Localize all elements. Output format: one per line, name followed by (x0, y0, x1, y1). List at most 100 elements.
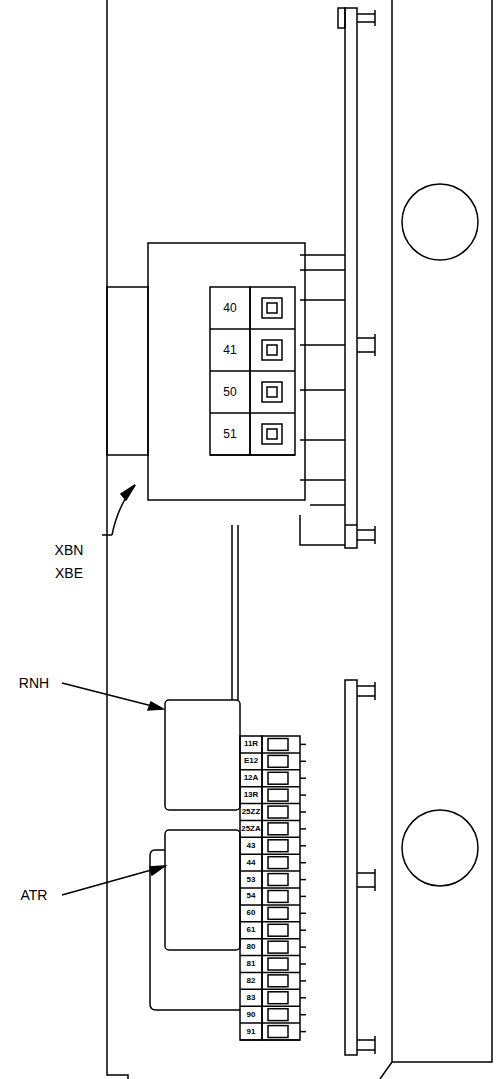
terminal-square (240, 837, 300, 839)
terminal-square (240, 904, 300, 906)
terminal-square (300, 1014, 306, 1016)
atr-housing (150, 850, 240, 1010)
terminal-square (268, 958, 288, 970)
terminal-square (268, 772, 288, 784)
part-name: ATR (8, 886, 60, 904)
terminal-square (268, 755, 288, 767)
terminal-square (268, 874, 288, 886)
standoff (357, 869, 375, 891)
terminal-label: 12A (241, 770, 262, 787)
pcb-board (345, 8, 357, 548)
terminal-label: 54 (241, 888, 262, 905)
terminal-square (240, 972, 300, 974)
terminal-square (268, 857, 288, 869)
terminal-square (267, 429, 277, 439)
terminal-square (268, 823, 288, 835)
terminal-square (240, 769, 300, 771)
terminal-square (300, 862, 306, 864)
terminal-square (268, 840, 288, 852)
terminal-square (240, 820, 300, 822)
terminal-square (300, 879, 306, 881)
terminal-square (210, 328, 295, 330)
terminal-label: 82 (241, 972, 262, 989)
terminal-square (240, 989, 300, 991)
standoff (357, 682, 375, 700)
part-name: RNH (8, 674, 60, 692)
part-name: XBN (44, 541, 94, 559)
terminal-label: 25ZA (241, 820, 262, 837)
mounting-hole (402, 810, 478, 886)
leader-line (102, 534, 112, 536)
terminal-label: 53 (241, 871, 262, 888)
terminal-square (268, 739, 288, 751)
terminal-square (268, 941, 288, 953)
terminal-square (300, 896, 306, 898)
terminal-square (300, 761, 306, 763)
terminal-label: 83 (241, 989, 262, 1006)
terminal-square (300, 1031, 306, 1033)
terminal-square (240, 938, 300, 940)
terminal-square (262, 340, 282, 360)
terminal-square (267, 387, 277, 397)
terminal-square (210, 454, 295, 456)
cover-outline (392, 0, 492, 1062)
connector-body (148, 243, 305, 500)
terminal-square (262, 382, 282, 402)
terminal-square (300, 828, 306, 830)
terminal-square (300, 777, 306, 779)
terminal-square (262, 424, 282, 444)
terminal-square (240, 955, 300, 957)
terminal-square (240, 1005, 300, 1007)
terminal-square (268, 1026, 288, 1038)
terminal-square (300, 980, 306, 982)
terminal-square (300, 913, 306, 915)
part-name: XBE (44, 564, 94, 582)
terminal-label: 50 (210, 371, 250, 413)
terminal-square (240, 887, 300, 889)
terminal-square (268, 1009, 288, 1021)
terminal-squares (210, 298, 295, 455)
connector-latch (300, 505, 375, 545)
terminal-label: 13R (241, 787, 262, 804)
pcb-board (345, 680, 357, 1055)
terminal-label: 41 (210, 329, 250, 371)
terminal-square (240, 921, 300, 923)
terminal-square (267, 303, 277, 313)
terminal-square (267, 345, 277, 355)
leader-line (62, 867, 162, 895)
terminal-label: 25ZZ (241, 804, 262, 821)
terminal-square (268, 891, 288, 903)
terminal-square (300, 845, 306, 847)
terminal-square (240, 870, 300, 872)
connector-plug (107, 287, 148, 455)
terminal-square (240, 803, 300, 805)
terminal-label: 80 (241, 939, 262, 956)
atr-block (165, 830, 240, 950)
leader-line (112, 485, 135, 535)
terminal-square (300, 811, 306, 813)
terminal-square (240, 853, 300, 855)
spacer-post (232, 525, 238, 700)
terminal-square (300, 794, 306, 796)
arrow-head (148, 702, 163, 710)
terminal-square (300, 963, 306, 965)
terminal-label: 81 (241, 956, 262, 973)
terminal-square (268, 907, 288, 919)
terminal-square (300, 946, 306, 948)
standoff (357, 1036, 375, 1054)
terminal-label: 40 (210, 287, 250, 329)
terminal-squares (240, 739, 306, 1041)
terminal-label: 91 (241, 1023, 262, 1040)
terminal-square (240, 1039, 300, 1041)
mounting-hole (402, 184, 478, 260)
standoff (357, 334, 375, 356)
terminal-label: 90 (241, 1006, 262, 1023)
terminal-square (300, 744, 306, 746)
terminal-square (300, 929, 306, 931)
arrow-head (121, 485, 135, 500)
standoff (338, 8, 345, 28)
rnh-block (165, 700, 240, 810)
terminal-square (240, 786, 300, 788)
terminal-square (268, 806, 288, 818)
terminal-label: E12 (241, 753, 262, 770)
